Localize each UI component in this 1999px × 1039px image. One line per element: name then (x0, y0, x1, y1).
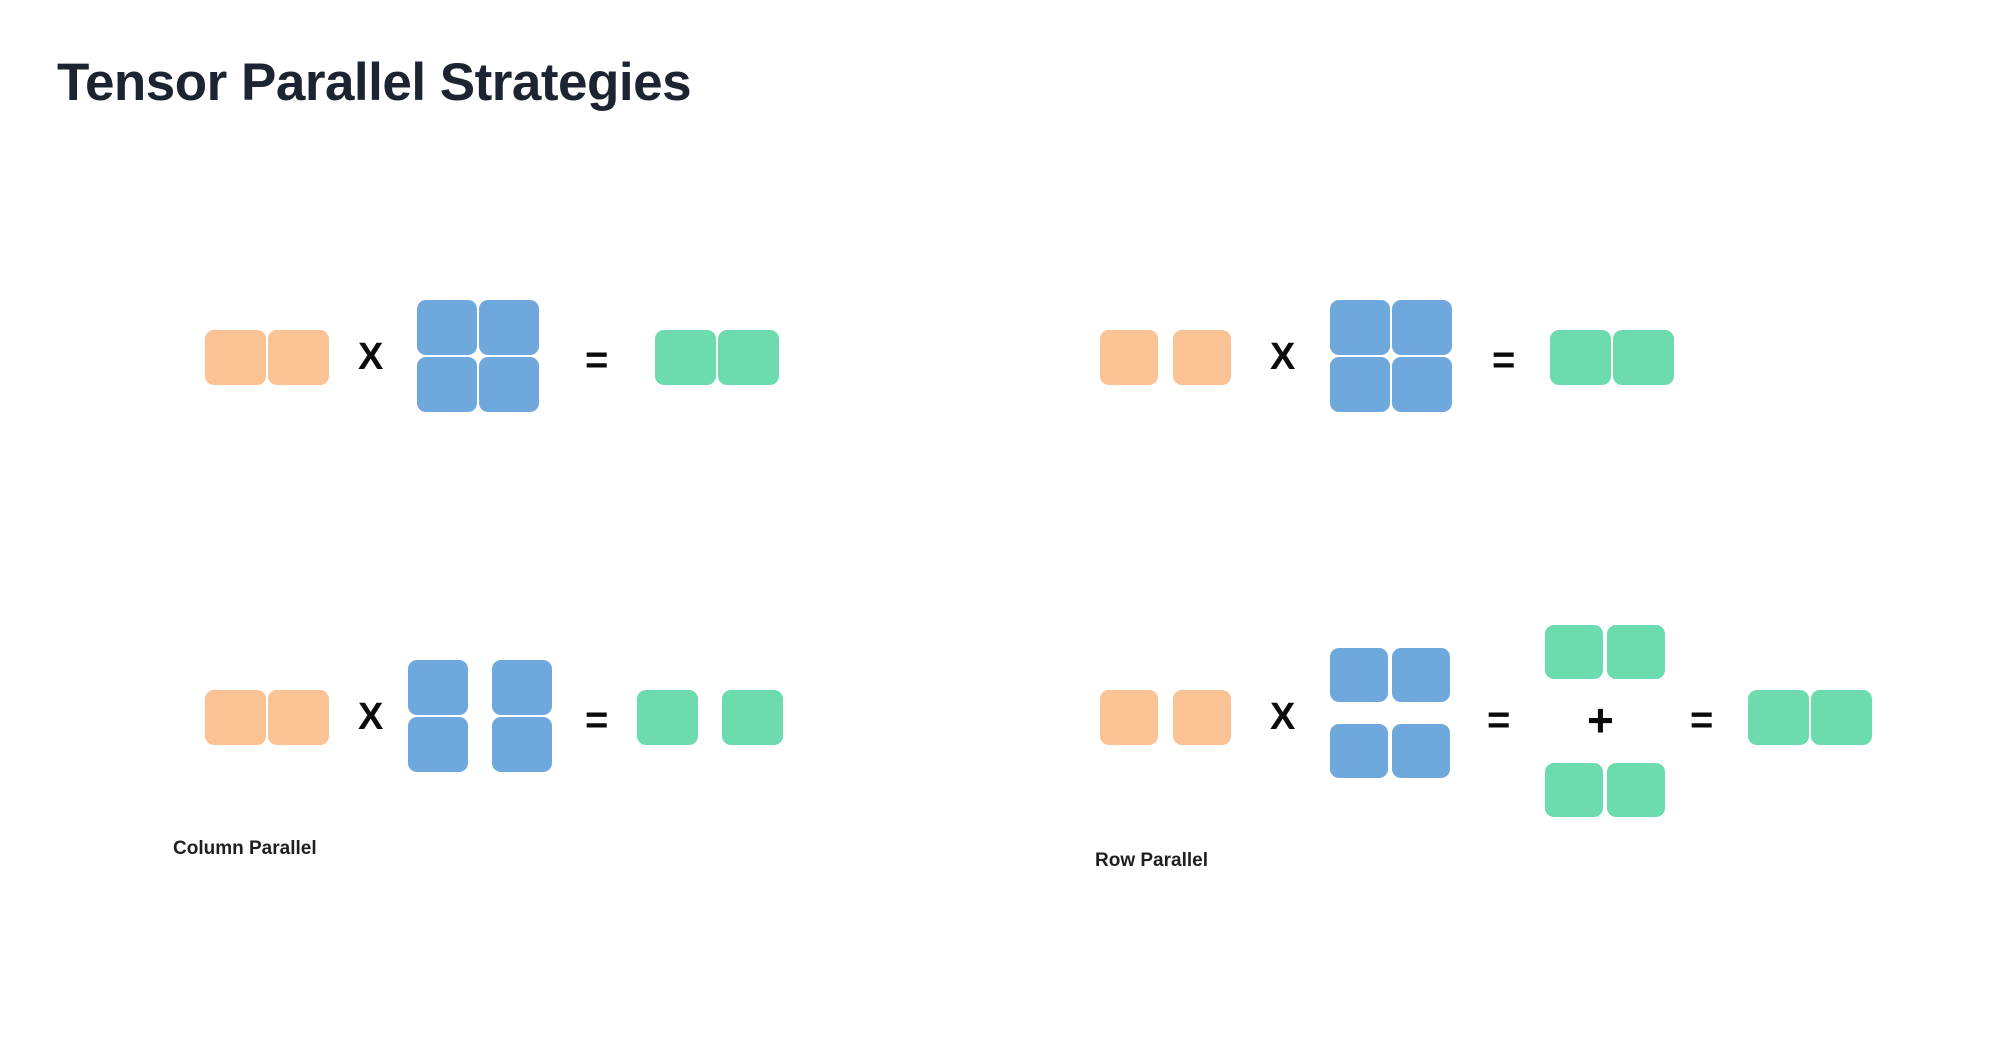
matrix-cell-shard-0 (408, 660, 468, 715)
matrix-cell-shard-1 (492, 660, 552, 715)
matrix-cell (1392, 648, 1450, 702)
column-parallel-sharded-output-matrix (637, 690, 783, 745)
matrix-cell-shard-0 (1100, 330, 1158, 385)
equals-operator: = (1492, 338, 1516, 382)
equals-operator: = (1487, 698, 1511, 742)
matrix-row (1100, 330, 1231, 385)
matrix-cell-shard-1 (722, 690, 783, 745)
matrix-row (205, 330, 329, 385)
matrix-cell (417, 300, 477, 355)
matrix-cell (1811, 690, 1872, 745)
matrix-row (1550, 330, 1674, 385)
matrix-cell (1330, 357, 1390, 412)
column-parallel-unsharded-input-matrix (205, 330, 329, 385)
matrix-cell-shard-0 (1100, 690, 1158, 745)
matrix-cell (205, 690, 266, 745)
matrix-cell (1330, 300, 1390, 355)
column-parallel-caption: Column Parallel (173, 838, 317, 859)
multiply-operator: X (1270, 336, 1296, 378)
matrix-cell (205, 330, 266, 385)
matrix-cell (1545, 625, 1603, 679)
matrix-cell (479, 300, 539, 355)
column-parallel-unsharded-output-matrix (655, 330, 779, 385)
matrix-cell-shard-1 (1173, 330, 1231, 385)
matrix-row (417, 357, 539, 412)
row-parallel-unsharded-input-matrix (1100, 330, 1231, 385)
matrix-row-shard-0 (1330, 648, 1450, 702)
multiply-operator: X (358, 696, 384, 738)
matrix-cell (1392, 724, 1450, 778)
matrix-cell (1607, 625, 1665, 679)
row-parallel-unsharded-output-matrix (1550, 330, 1674, 385)
row-parallel-sharded-input-matrix (1100, 690, 1231, 745)
matrix-row (655, 330, 779, 385)
matrix-row (1545, 625, 1665, 679)
matrix-row (1545, 763, 1665, 817)
row-parallel-partial-sum-top (1545, 625, 1665, 679)
equals-operator: = (1690, 698, 1714, 742)
matrix-cell-shard-1 (492, 717, 552, 772)
matrix-cell (1330, 724, 1388, 778)
plus-operator: + (1587, 694, 1614, 746)
column-parallel-sharded-input-matrix (205, 690, 329, 745)
matrix-row (1100, 690, 1231, 745)
matrix-cell-shard-0 (637, 690, 698, 745)
matrix-cell (1748, 690, 1809, 745)
column-parallel-unsharded-weight-matrix (417, 300, 539, 412)
row-parallel-caption: Row Parallel (1095, 850, 1208, 871)
column-parallel-sharded-weight-matrix (408, 660, 552, 772)
matrix-cell (1330, 648, 1388, 702)
equals-operator: = (585, 698, 609, 742)
matrix-cell (417, 357, 477, 412)
matrix-row (205, 690, 329, 745)
matrix-cell (1392, 357, 1452, 412)
matrix-row (1330, 357, 1452, 412)
row-parallel-sharded-weight-matrix (1330, 648, 1450, 778)
page-title: Tensor Parallel Strategies (57, 53, 692, 112)
matrix-cell (1613, 330, 1674, 385)
matrix-cell (1607, 763, 1665, 817)
matrix-cell-shard-1 (1173, 690, 1231, 745)
matrix-row-shard-1 (1330, 724, 1450, 778)
row-parallel-unsharded-weight-matrix (1330, 300, 1452, 412)
matrix-cell (268, 330, 329, 385)
matrix-row (1748, 690, 1872, 745)
equals-operator: = (585, 338, 609, 382)
multiply-operator: X (358, 336, 384, 378)
matrix-row (1330, 300, 1452, 355)
matrix-row (408, 660, 552, 715)
matrix-cell-shard-0 (408, 717, 468, 772)
row-parallel-sharded-output-matrix (1748, 690, 1872, 745)
matrix-row (637, 690, 783, 745)
matrix-cell (718, 330, 779, 385)
matrix-cell (655, 330, 716, 385)
multiply-operator: X (1270, 696, 1296, 738)
matrix-cell (1392, 300, 1452, 355)
matrix-cell (479, 357, 539, 412)
matrix-cell (268, 690, 329, 745)
row-parallel-partial-sum-bottom (1545, 763, 1665, 817)
matrix-cell (1545, 763, 1603, 817)
matrix-row (417, 300, 539, 355)
matrix-row (408, 717, 552, 772)
matrix-cell (1550, 330, 1611, 385)
